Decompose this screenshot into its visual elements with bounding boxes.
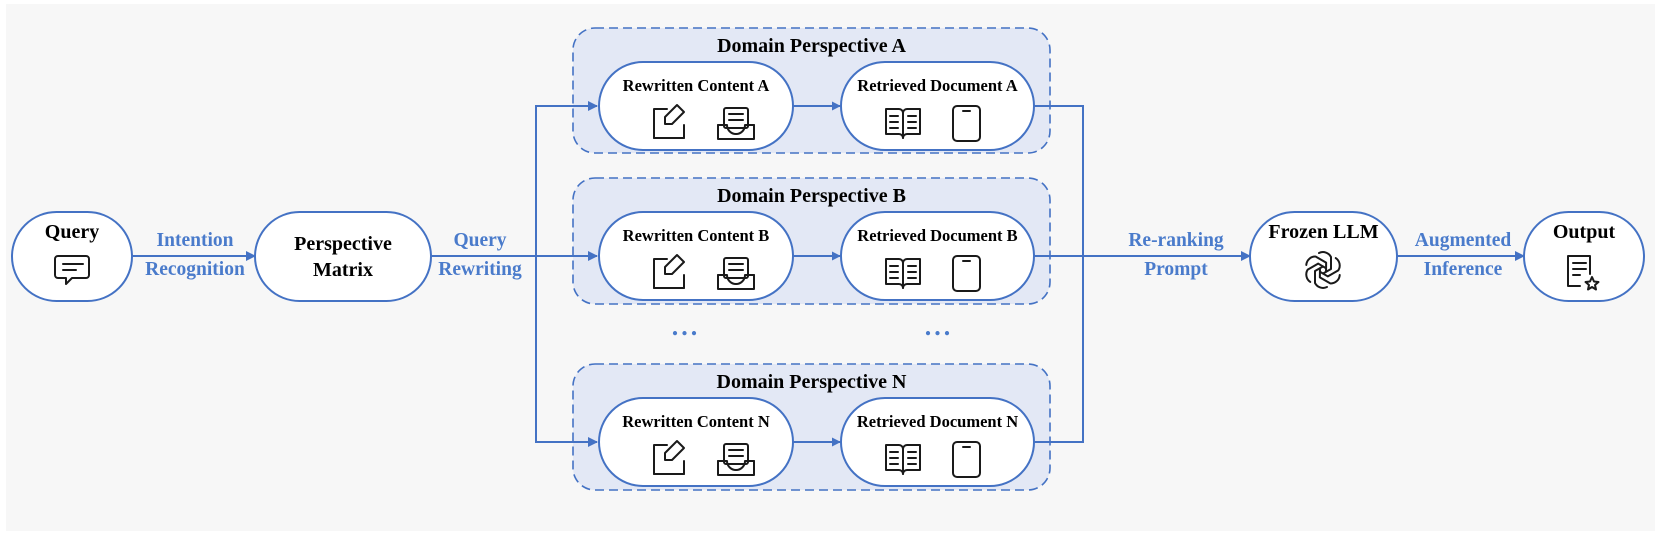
edge-split-to-a [535, 101, 598, 256]
tablet-icon [952, 441, 981, 478]
retrieved-document-a-label: Retrieved Document A [857, 76, 1018, 95]
book-icon [885, 444, 921, 475]
edge-label-rewriting-line2: Rewriting [438, 259, 522, 280]
tablet-icon [952, 105, 981, 142]
rewritten-content-b-label: Rewritten Content B [622, 226, 770, 245]
edge-label-inference-line1: Augmented [1414, 230, 1512, 251]
retrieved-document-b-label: Retrieved Document B [857, 226, 1018, 245]
book-icon [885, 108, 921, 139]
book-icon [885, 258, 921, 289]
inbox-icon [717, 443, 755, 476]
retrieved-document-n-label: Retrieved Document N [856, 412, 1019, 431]
document-star-icon [1567, 255, 1600, 291]
group-title-b: Domain Perspective B [717, 185, 906, 207]
edge-label-rewriting-line1: Query [453, 230, 507, 251]
perspective-matrix-node [254, 211, 432, 302]
rewritten-content-a-label: Rewritten Content A [622, 76, 770, 95]
edge-label-reranking-line1: Re-ranking [1128, 230, 1224, 251]
chat-bubble-icon [54, 255, 90, 285]
group-title-a: Domain Perspective A [717, 35, 906, 57]
ellipsis-retrieved: ... [924, 312, 954, 341]
edit-icon [653, 440, 685, 475]
edge-label-intention-line2: Recognition [145, 259, 245, 280]
output-title: Output [1552, 221, 1616, 243]
frozen-llm-title: Frozen LLM [1268, 221, 1379, 243]
inbox-icon [717, 107, 755, 140]
inbox-icon [717, 257, 755, 290]
edit-icon [653, 254, 685, 289]
tablet-icon [952, 255, 981, 292]
edge-label-reranking-line2: Prompt [1144, 259, 1208, 280]
perspective-matrix-title-line2: Matrix [313, 259, 373, 281]
frozen-llm-node [1249, 211, 1398, 302]
rewritten-content-n-label: Rewritten Content N [622, 412, 770, 431]
ellipsis-rewritten: ... [671, 312, 701, 341]
query-title: Query [44, 221, 100, 243]
edge-split-to-n [535, 256, 598, 447]
edit-icon [653, 104, 685, 139]
perspective-matrix-title-line1: Perspective [294, 233, 392, 255]
edge-label-inference-line2: Inference [1423, 259, 1503, 280]
edge-merge-bracket [1034, 105, 1084, 443]
edge-label-intention-line1: Intention [156, 230, 234, 251]
openai-logo-icon [1305, 251, 1341, 289]
group-title-n: Domain Perspective N [716, 371, 907, 393]
